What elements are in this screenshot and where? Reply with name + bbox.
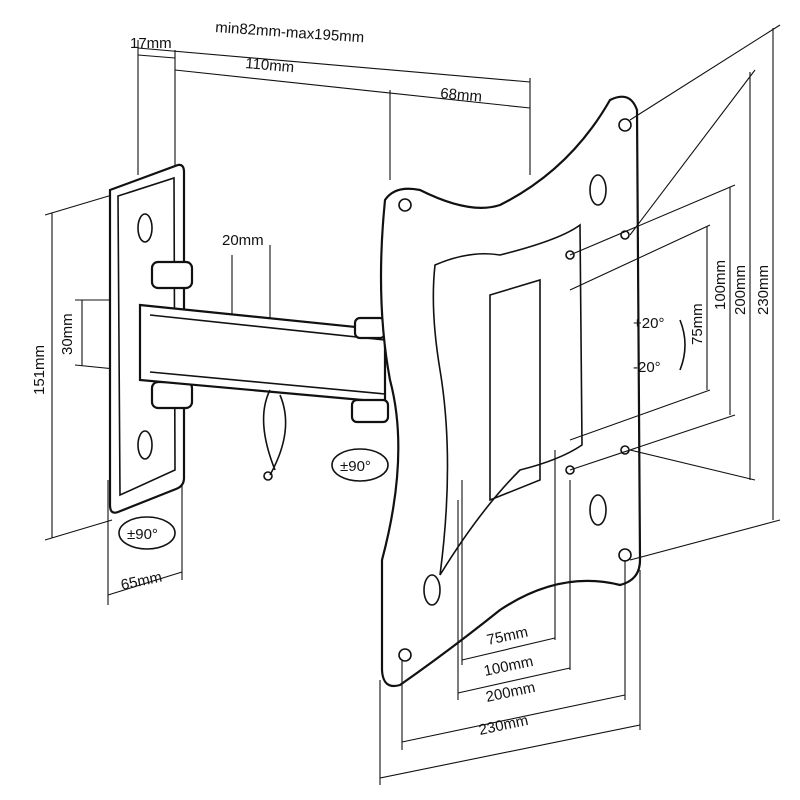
head-swivel-icon	[331, 448, 389, 482]
label-vert-230: 230mm	[755, 265, 772, 315]
label-head-depth: 68mm	[440, 85, 483, 106]
right-dimensions	[569, 24, 781, 561]
top-dimensions	[137, 40, 531, 270]
label-vert-100: 100mm	[712, 260, 729, 310]
label-horiz-230: 230mm	[477, 712, 529, 739]
label-wall-swivel: ±90°	[127, 526, 158, 543]
label-horiz-200: 200mm	[484, 679, 536, 706]
label-vert-200: 200mm	[732, 265, 749, 315]
label-arm-height: 30mm	[59, 313, 76, 355]
label-tilt-down: -20°	[633, 359, 661, 376]
vesa-plate	[379, 95, 642, 688]
label-arm-length: 110mm	[245, 55, 295, 76]
label-extension: min82mm-max195mm	[215, 19, 365, 46]
bottom-dimensions	[379, 450, 641, 785]
label-horiz-100: 100mm	[482, 653, 534, 680]
label-vert-75: 75mm	[689, 303, 706, 345]
wall-swivel-icon	[118, 516, 176, 550]
label-head-swivel: ±90°	[340, 458, 371, 475]
label-arm-width: 20mm	[222, 232, 264, 249]
label-plate-height: 151mm	[31, 345, 48, 395]
label-tilt-up: +20°	[633, 315, 664, 332]
arm	[138, 303, 390, 481]
label-plate-offset: 17mm	[130, 35, 172, 52]
label-plate-width: 65mm	[119, 569, 163, 594]
